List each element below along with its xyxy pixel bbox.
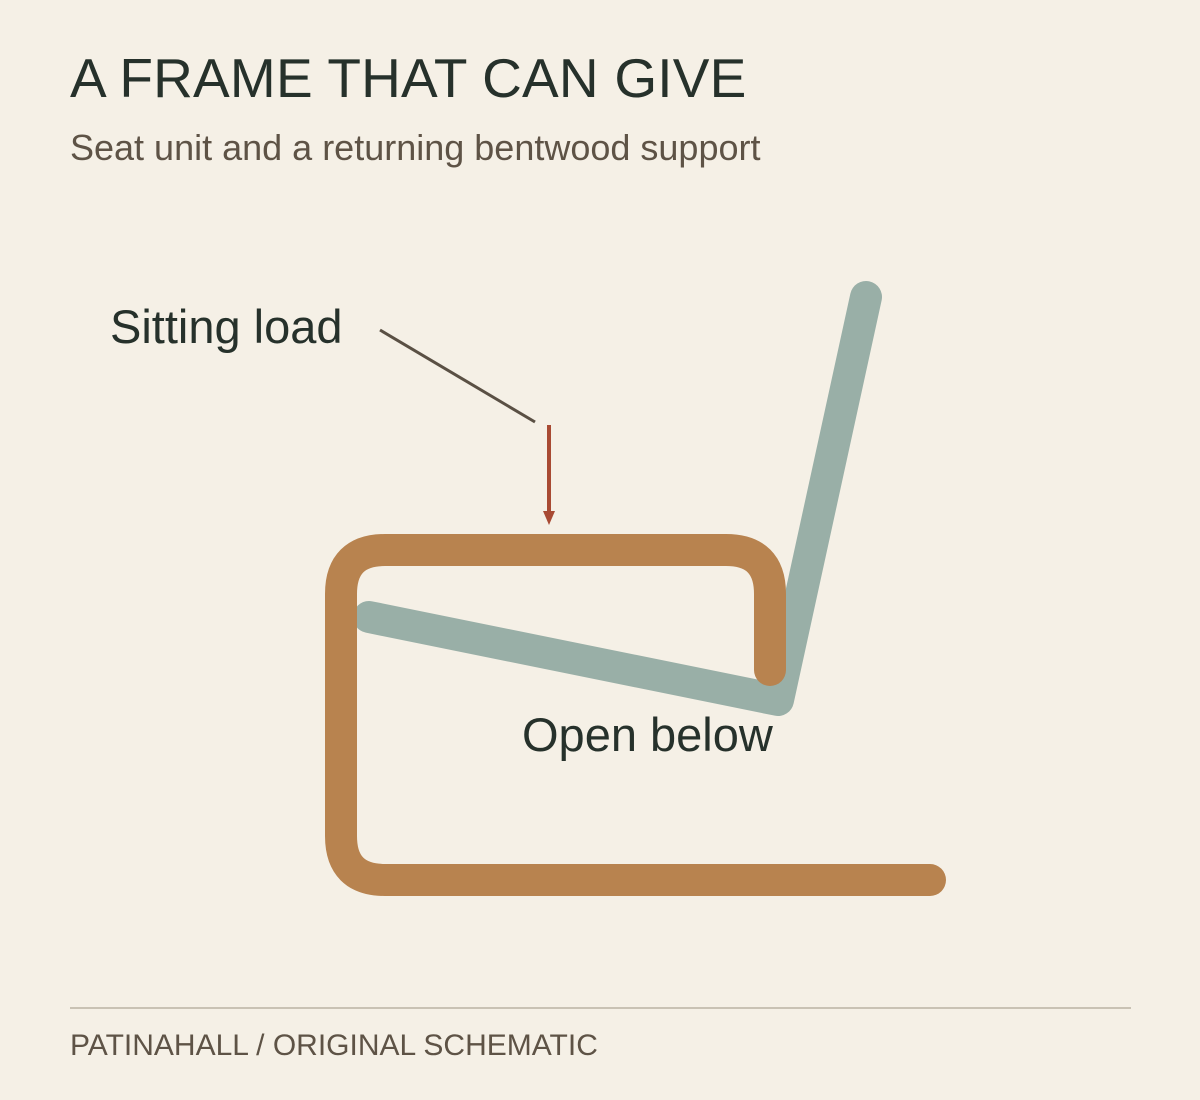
footer-credit: PATINAHALL / ORIGINAL SCHEMATIC [70,1029,598,1062]
footer-divider [70,1007,1131,1009]
page-title: A FRAME THAT CAN GIVE [70,47,747,109]
load-leader-line [379,328,536,424]
bentwood-frame [325,534,946,896]
load-arrow [543,425,555,525]
seat-unit [353,281,882,716]
open-below-label: Open below [522,708,774,761]
page-subtitle: Seat unit and a returning bentwood suppo… [70,127,761,168]
sitting-load-label: Sitting load [110,300,343,353]
